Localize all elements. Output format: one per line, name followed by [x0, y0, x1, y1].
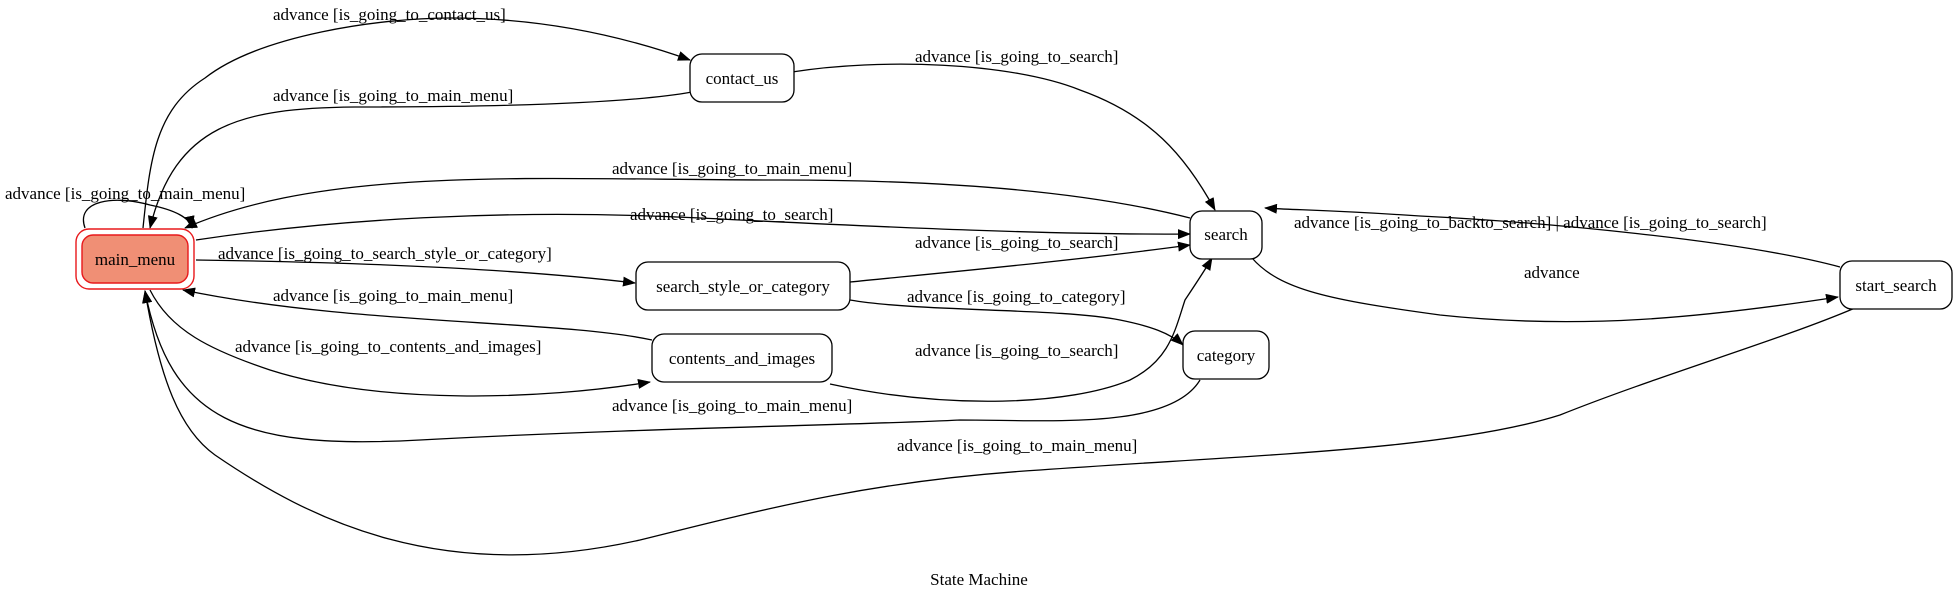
node-contents-and-images-label: contents_and_images	[669, 349, 815, 368]
node-contact-us-label: contact_us	[706, 69, 779, 88]
node-contact-us[interactable]: contact_us	[689, 53, 795, 103]
label-main-to-contents: advance [is_going_to_contents_and_images…	[235, 337, 541, 356]
edge-style-to-search	[849, 241, 1191, 283]
label-contact-to-search: advance [is_going_to_search]	[915, 47, 1118, 66]
node-start-search-label: start_search	[1855, 276, 1937, 295]
edge-contents-to-main	[182, 287, 653, 341]
node-search-label: search	[1204, 225, 1248, 244]
node-main-menu[interactable]: main_menu	[75, 228, 195, 290]
label-main-to-style: advance [is_going_to_search_style_or_cat…	[218, 244, 552, 263]
edges	[82, 17, 1856, 556]
label-style-to-search: advance [is_going_to_search]	[915, 233, 1118, 252]
edge-style-to-category	[849, 299, 1184, 346]
diagram-caption: State Machine	[930, 570, 1028, 589]
edge-start-to-search	[1264, 203, 1841, 268]
label-category-to-main: advance [is_going_to_main_menu]	[612, 396, 852, 415]
label-start-to-main: advance [is_going_to_main_menu]	[897, 436, 1137, 455]
edge-main-to-contents	[149, 289, 651, 397]
edge-start-to-main	[142, 290, 1856, 556]
node-start-search[interactable]: start_search	[1839, 260, 1953, 310]
label-contact-to-main: advance [is_going_to_main_menu]	[273, 86, 513, 105]
label-main-to-contact: advance [is_going_to_contact_us]	[273, 5, 506, 24]
label-style-to-category: advance [is_going_to_category]	[907, 287, 1126, 306]
label-start-to-search: advance [is_going_to_backto_search] | ad…	[1294, 213, 1767, 232]
label-contents-to-main: advance [is_going_to_main_menu]	[273, 286, 513, 305]
node-search[interactable]: search	[1189, 210, 1263, 260]
node-category[interactable]: category	[1182, 330, 1270, 380]
edge-contents-to-search	[829, 257, 1213, 402]
edge-contact-to-main	[147, 91, 693, 229]
edge-search-to-main	[184, 177, 1191, 229]
edge-category-to-main	[142, 290, 1201, 443]
label-search-to-main: advance [is_going_to_main_menu]	[612, 159, 852, 178]
edge-contact-to-search	[791, 63, 1216, 211]
node-search-style-or-category-label: search_style_or_category	[656, 277, 830, 296]
edge-labels: advance [is_going_to_contact_us] advance…	[5, 5, 1767, 455]
label-contents-to-search: advance [is_going_to_search]	[915, 341, 1118, 360]
node-contents-and-images[interactable]: contents_and_images	[651, 333, 833, 383]
edge-main-to-contact	[142, 17, 691, 229]
node-category-label: category	[1197, 346, 1256, 365]
edge-main-to-search	[195, 213, 1191, 241]
edge-main-to-style	[195, 259, 636, 287]
edge-search-to-start	[1251, 257, 1839, 323]
label-search-to-start: advance	[1524, 263, 1580, 282]
label-main-self-loop: advance [is_going_to_main_menu]	[5, 184, 245, 203]
label-main-to-search: advance [is_going_to_search]	[630, 205, 833, 224]
node-main-menu-label: main_menu	[95, 250, 176, 269]
node-search-style-or-category[interactable]: search_style_or_category	[635, 261, 851, 311]
edge-main-self-loop	[82, 199, 195, 229]
nodes: main_menu contact_us search search_style…	[75, 53, 1953, 383]
